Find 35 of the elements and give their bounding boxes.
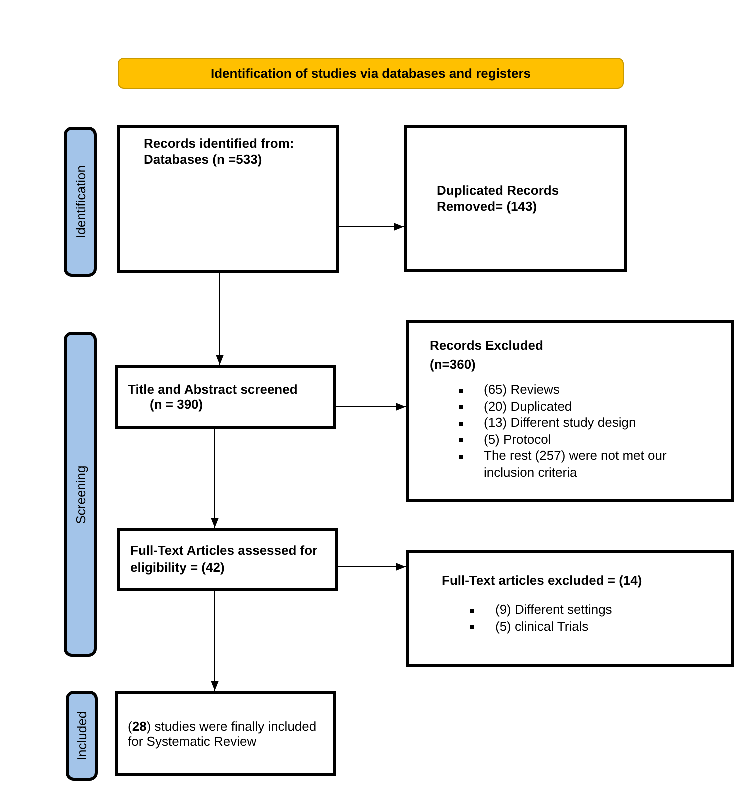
list-item: (9) Different settings xyxy=(496,602,612,618)
list-item: (20) Duplicated xyxy=(484,398,572,415)
phase-label: Identification xyxy=(73,166,88,238)
process-box xyxy=(117,528,338,591)
box-heading: Records identified from: Databases (n =533) xyxy=(144,136,296,167)
phase-label: Included xyxy=(74,711,90,761)
box-heading: Records Excluded (n=360) xyxy=(430,337,544,374)
arrow xyxy=(336,403,406,411)
box-heading: Title and Abstract screened (n = 390) xyxy=(128,382,299,412)
box-heading: Full-Text Articles assessed for eligibility = (42) xyxy=(130,543,319,576)
box-text: (28) studies were finally included for Systematic Review xyxy=(128,718,318,748)
arrow xyxy=(216,272,224,366)
box-heading: Duplicated Records Removed= (143) xyxy=(437,182,560,214)
process-box xyxy=(115,691,336,776)
banner-title: Identification of studies via databases and registers xyxy=(210,66,532,81)
arrow xyxy=(211,590,219,692)
list-item: (5) Protocol xyxy=(484,432,552,448)
list-item: (5) clinical Trials xyxy=(496,618,589,635)
list-item: (13) Different study design xyxy=(484,415,636,432)
header-banner xyxy=(118,58,624,89)
arrow xyxy=(338,563,406,571)
phase-bar xyxy=(64,127,97,277)
process-box xyxy=(406,550,734,667)
arrow xyxy=(338,223,404,231)
process-box xyxy=(404,125,627,272)
phase-bar xyxy=(64,332,97,657)
process-box xyxy=(406,320,734,502)
phase-label: Screening xyxy=(73,465,88,524)
list-item: The rest (257) were not met our inclusion criteria xyxy=(484,448,668,481)
process-box xyxy=(115,365,336,429)
list-item: (65) Reviews xyxy=(484,382,560,398)
process-box xyxy=(117,125,339,273)
arrow xyxy=(211,428,219,528)
phase-bar xyxy=(66,691,98,781)
box-heading: Full-Text articles excluded = (14) xyxy=(442,572,644,590)
